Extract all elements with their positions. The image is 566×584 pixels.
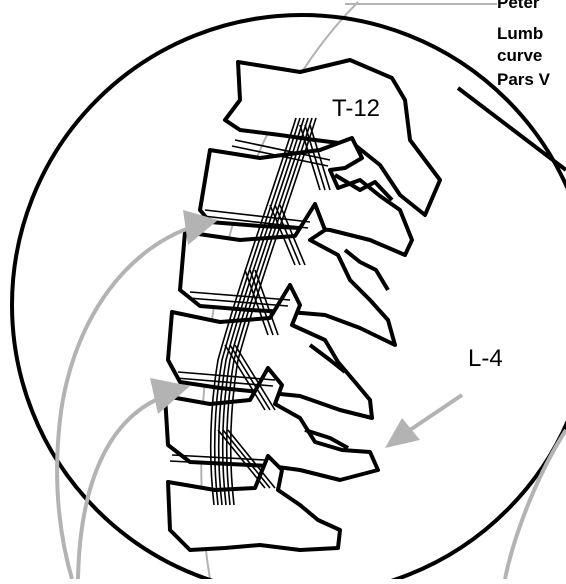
header-line-3: curve <box>497 45 542 66</box>
callout-line <box>458 88 566 170</box>
l4-arrow-shaft <box>410 395 462 430</box>
header-line-1: Peter <box>497 0 540 13</box>
header-line-2: Lumb <box>497 23 543 44</box>
header-line-4: Pars V <box>497 69 550 90</box>
label-t12: T-12 <box>332 95 380 122</box>
l4-arrow-head <box>385 418 420 448</box>
label-l4: L-4 <box>468 345 503 372</box>
